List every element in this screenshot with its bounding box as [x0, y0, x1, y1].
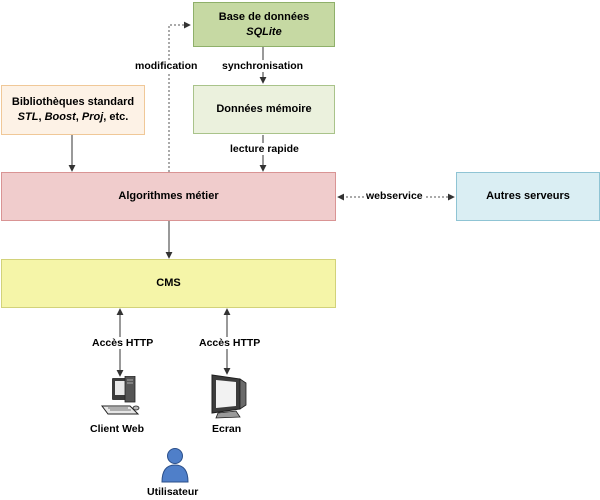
stdlib-suffix: , etc. [103, 111, 129, 123]
database-node: Base de données SQLite [193, 2, 335, 47]
monitor-icon [211, 374, 247, 419]
modification-connector [168, 21, 191, 172]
synchronisation-label: synchronisation [220, 60, 306, 72]
database-subtitle: SQLite [246, 25, 282, 38]
cms-title: CMS [156, 277, 181, 289]
screen-label: Ecran [212, 423, 242, 435]
other-servers-node: Autres serveurs [456, 172, 600, 221]
modification-label: modification [133, 60, 200, 72]
other-servers-title: Autres serveurs [486, 190, 570, 202]
user-icon [161, 448, 189, 483]
stdlib-libraries: STL, Boost, Proj, etc. [18, 110, 129, 125]
user-label: Utilisateur [147, 486, 199, 498]
memory-node: Données mémoire [193, 85, 335, 134]
stdlib-lib-proj: Proj [81, 111, 104, 123]
algorithms-node: Algorithmes métier [1, 172, 336, 221]
stdlib-sep-1: , [38, 111, 45, 123]
http-client-label: Accès HTTP [90, 337, 156, 349]
web-client-label: Client Web [90, 423, 145, 435]
cms-node: CMS [1, 259, 336, 308]
algorithms-title: Algorithmes métier [118, 190, 219, 202]
desktop-computer-icon [101, 376, 140, 415]
stdlib-title: Bibliothèques standard [11, 96, 135, 108]
stdlib-lib-boost: Boost [44, 111, 76, 123]
stdlib-sep-2: , [75, 111, 82, 123]
webservice-label: webservice [364, 190, 425, 202]
http-screen-label: Accès HTTP [197, 337, 263, 349]
memory-title: Données mémoire [216, 103, 312, 115]
fast-read-label: lecture rapide [228, 143, 301, 155]
stdlib-node: Bibliothèques standard STL, Boost, Proj,… [1, 85, 145, 135]
stdlib-lib-stl: STL [17, 111, 39, 123]
database-title: Base de données [218, 10, 310, 23]
